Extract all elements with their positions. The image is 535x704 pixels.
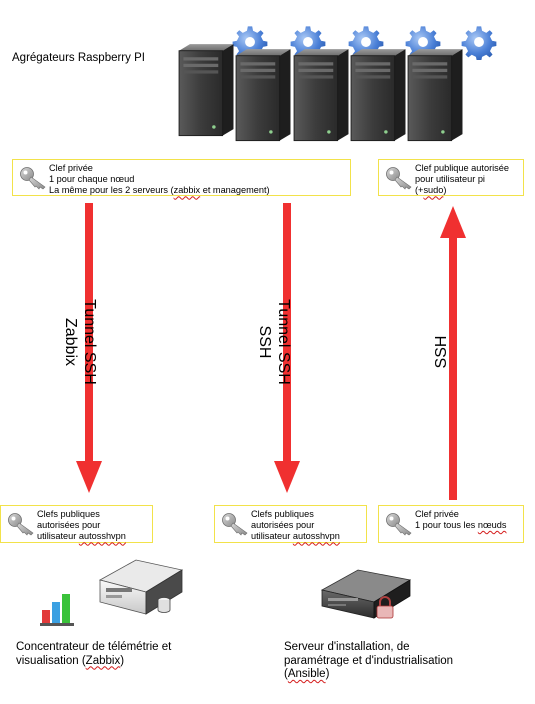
- caption-line: visualisation (Zabbix): [16, 654, 125, 667]
- rack-server-icon: [320, 569, 412, 619]
- box-line: Clefs publiques: [37, 509, 100, 519]
- authorized-keys-box-management: Clefs publiques autorisées pour utilisat…: [214, 505, 367, 543]
- caption-installation-server: Serveur d'installation, de paramétrage e…: [284, 641, 453, 682]
- box-line: 1 pour chaque nœud: [49, 174, 135, 185]
- authorized-keys-box-zabbix: Clefs publiques autorisées pour utilisat…: [0, 505, 153, 543]
- arrow-label-tunnel-zabbix: Tunnel SSH Zabbix: [62, 299, 98, 385]
- private-key-box: Clef privée 1 pour chaque nœud La même p…: [12, 159, 351, 196]
- installation-server-illustration: [320, 569, 412, 619]
- private-key-text: Clef privée 1 pour chaque nœud La même p…: [49, 163, 270, 197]
- box-line: autorisées pour: [251, 520, 315, 531]
- public-key-text: Clef publique autorisée pour utilisateur…: [415, 163, 509, 197]
- box-line: autorisées pour: [37, 520, 101, 531]
- key-icon: [19, 166, 47, 190]
- box-line: utilisateur autosshvpn: [37, 531, 126, 542]
- box-text: Clefs publiques autorisées pour utilisat…: [37, 509, 126, 543]
- arrow-up-right: [440, 206, 466, 500]
- arrow-label-ssh: SSH: [433, 335, 450, 369]
- telemetry-server-illustration: [40, 559, 184, 626]
- box-line: Clef publique autorisée: [415, 163, 509, 173]
- arrow-down-middle: [274, 203, 300, 493]
- key-icon: [385, 512, 413, 536]
- caption-line: (Ansible): [284, 668, 330, 680]
- box-line: pour utilisateur pi: [415, 174, 485, 185]
- arrow-down-left: [76, 203, 102, 493]
- authorized-public-key-box: Clef publique autorisée pour utilisateur…: [378, 159, 524, 196]
- key-icon: [385, 166, 413, 190]
- box-line: Clef privée: [49, 163, 93, 173]
- box-line: (+sudo): [415, 185, 447, 196]
- bar-chart-icon: [40, 594, 74, 626]
- gear-icon: [461, 24, 497, 60]
- box-text: Clefs publiques autorisées pour utilisat…: [251, 509, 340, 543]
- box-line: 1 pour tous les nœuds: [415, 520, 507, 531]
- caption-line: Concentrateur de télémétrie et: [16, 641, 172, 653]
- rack-server-icon: [98, 559, 184, 615]
- database-icon: [157, 597, 171, 613]
- private-key-box-nodes: Clef privée 1 pour tous les nœuds: [378, 505, 524, 543]
- arrow-label-tunnel-ssh: Tunnel SSH SSH: [256, 299, 292, 385]
- server-tower-icon: [399, 47, 465, 145]
- key-icon: [7, 512, 35, 536]
- box-text: Clef privée 1 pour tous les nœuds: [415, 509, 506, 531]
- caption-line: Serveur d'installation, de: [284, 641, 410, 653]
- caption-telemetry-server: Concentrateur de télémétrie et visualisa…: [16, 641, 171, 668]
- server-tower-icon: [227, 47, 293, 145]
- caption-line: paramétrage et d'industrialisation: [284, 654, 454, 667]
- box-line: utilisateur autosshvpn: [251, 531, 340, 542]
- box-line: Clef privée: [415, 509, 459, 519]
- lock-icon: [376, 596, 394, 619]
- box-line: Clefs publiques: [251, 509, 314, 519]
- key-icon: [221, 512, 249, 536]
- box-line: La même pour les 2 serveurs (zabbix et m…: [49, 185, 270, 196]
- diagram-title: Agrégateurs Raspberry PI: [12, 52, 145, 64]
